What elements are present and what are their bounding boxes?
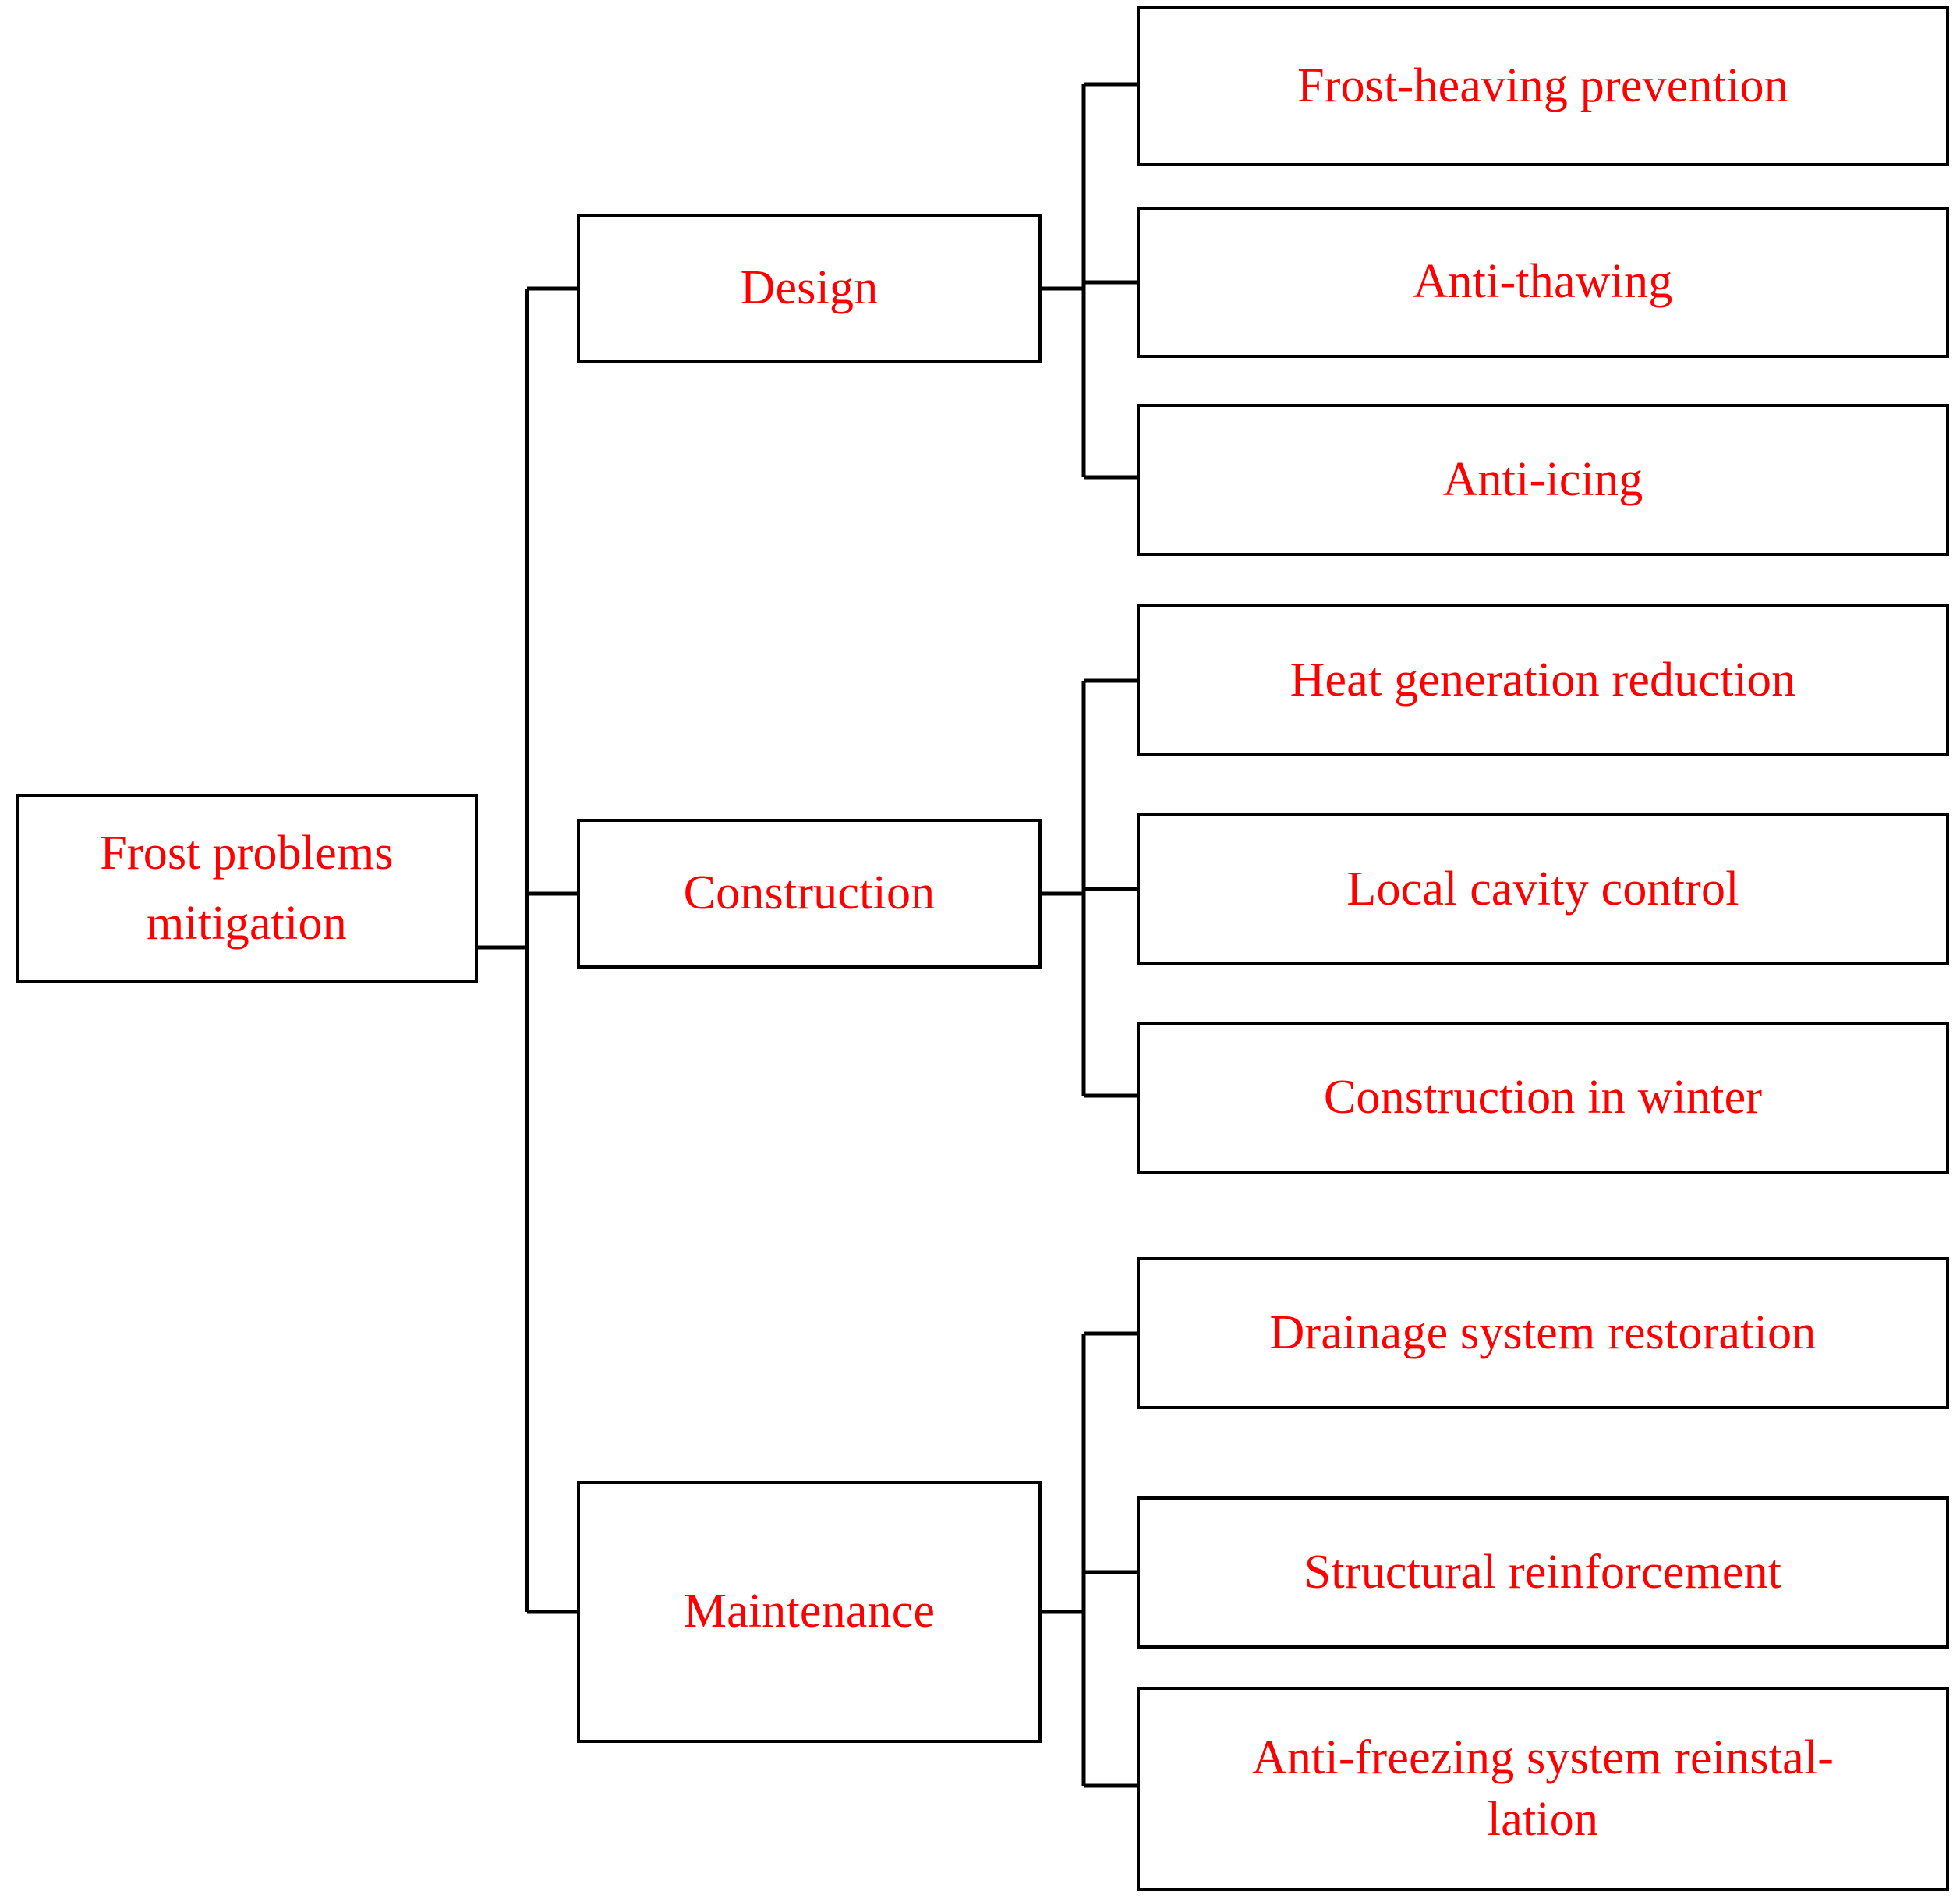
node-leaf-anti-icing[interactable]: Anti-icing: [1137, 404, 1949, 556]
node-branch-maintenance[interactable]: Maintenance: [577, 1481, 1042, 1743]
node-leaf-frost-heaving-prevention[interactable]: Frost-heaving prevention: [1137, 6, 1949, 166]
node-leaf-drainage-system-restoration-label: Drainage system restoration: [1269, 1305, 1817, 1359]
node-leaf-anti-thawing-label: Anti-thawing: [1413, 255, 1673, 309]
node-leaf-structural-reinforcement-label: Structural reinforcement: [1304, 1545, 1782, 1599]
node-leaf-anti-icing-label: Anti-icing: [1442, 452, 1643, 506]
node-leaf-construction-in-winter[interactable]: Construction in winter: [1137, 1022, 1949, 1174]
node-root-label: Frost problems mitigation: [100, 826, 394, 950]
node-leaf-heat-generation-reduction-label: Heat generation reduction: [1290, 653, 1796, 707]
node-leaf-anti-freezing-system-reinstallation[interactable]: Anti-freezing system reinstal- lation: [1137, 1687, 1949, 1891]
node-leaf-frost-heaving-prevention-label: Frost-heaving prevention: [1297, 58, 1788, 112]
node-branch-design-label: Design: [740, 261, 879, 315]
node-leaf-local-cavity-control[interactable]: Local cavity control: [1137, 813, 1949, 965]
node-leaf-heat-generation-reduction[interactable]: Heat generation reduction: [1137, 604, 1949, 756]
node-branch-maintenance-label: Maintenance: [683, 1585, 936, 1638]
node-leaf-structural-reinforcement[interactable]: Structural reinforcement: [1137, 1496, 1949, 1649]
node-root-frost-problems-mitigation[interactable]: Frost problems mitigation: [16, 794, 478, 983]
node-branch-design[interactable]: Design: [577, 214, 1042, 363]
node-branch-construction[interactable]: Construction: [577, 819, 1042, 969]
node-leaf-anti-freezing-system-reinstallation-label: Anti-freezing system reinstal- lation: [1251, 1730, 1834, 1846]
node-leaf-drainage-system-restoration[interactable]: Drainage system restoration: [1137, 1257, 1949, 1409]
node-leaf-anti-thawing[interactable]: Anti-thawing: [1137, 207, 1949, 358]
node-leaf-local-cavity-control-label: Local cavity control: [1346, 862, 1739, 916]
node-leaf-construction-in-winter-label: Construction in winter: [1323, 1070, 1763, 1124]
node-branch-construction-label: Construction: [683, 866, 936, 920]
